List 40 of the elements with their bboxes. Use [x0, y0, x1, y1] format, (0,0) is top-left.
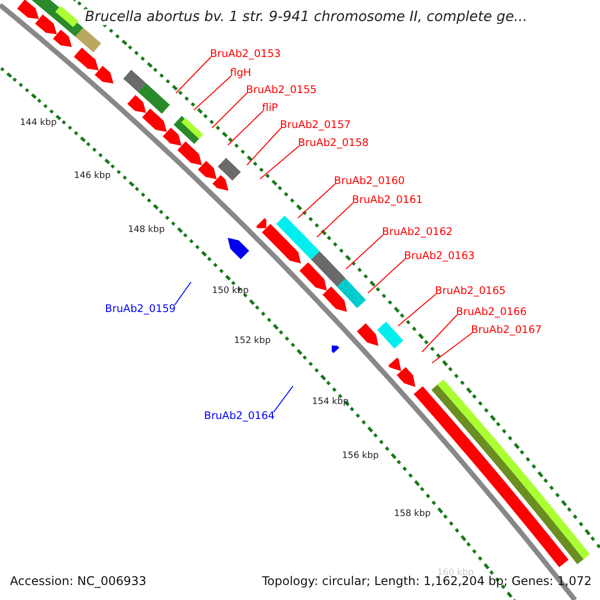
leader-line: [422, 314, 458, 352]
leader-line: [260, 146, 300, 180]
tick-label: 152 kbp: [234, 336, 271, 346]
gene-label: BruAb2_0165: [435, 285, 506, 297]
tick-label: 154 kbp: [312, 397, 349, 407]
gene-label: BruAb2_0153: [210, 48, 281, 60]
tick-label: 144 kbp: [20, 118, 57, 128]
leader-line: [212, 92, 248, 128]
gene-label: BruAb2_0160: [334, 175, 405, 187]
leader-line: [346, 234, 384, 270]
leader-line: [398, 294, 436, 326]
leader-line: [246, 128, 282, 166]
leader-line: [174, 282, 192, 306]
tick-label: 156 kbp: [342, 451, 379, 461]
leader-line: [298, 184, 336, 218]
leader-line: [194, 76, 232, 110]
gene-label: BruAb2_0164: [204, 410, 275, 422]
gene-label: BruAb2_0158: [298, 137, 369, 149]
gene-label: BruAb2_0166: [456, 306, 527, 318]
diagram-title: Brucella abortus bv. 1 str. 9-941 chromosome II, complete ge...: [85, 9, 528, 25]
tick-label: 146 kbp: [74, 171, 111, 181]
gene-label: fliP: [262, 102, 278, 114]
leader-line: [432, 332, 472, 364]
tick-label: 148 kbp: [128, 225, 165, 235]
tick-label: 150 kbp: [212, 286, 249, 296]
gene-label: BruAb2_0167: [471, 324, 542, 336]
leader-line: [273, 386, 294, 412]
gene-label: BruAb2_0163: [404, 250, 475, 262]
leader-line: [228, 110, 264, 146]
accession-text: Accession: NC_006933: [10, 574, 146, 588]
gene-label: flgH: [230, 67, 252, 79]
gene-label: BruAb2_0161: [352, 194, 423, 206]
tick-label: 158 kbp: [394, 509, 431, 519]
leader-line: [368, 258, 406, 294]
gene-label: BruAb2_0162: [382, 226, 453, 238]
leader-line: [176, 56, 212, 94]
leader-line: [316, 202, 354, 238]
gene-label: BruAb2_0155: [246, 84, 317, 96]
gene-label: BruAb2_0159: [105, 303, 176, 315]
gene-label: BruAb2_0157: [280, 119, 351, 131]
